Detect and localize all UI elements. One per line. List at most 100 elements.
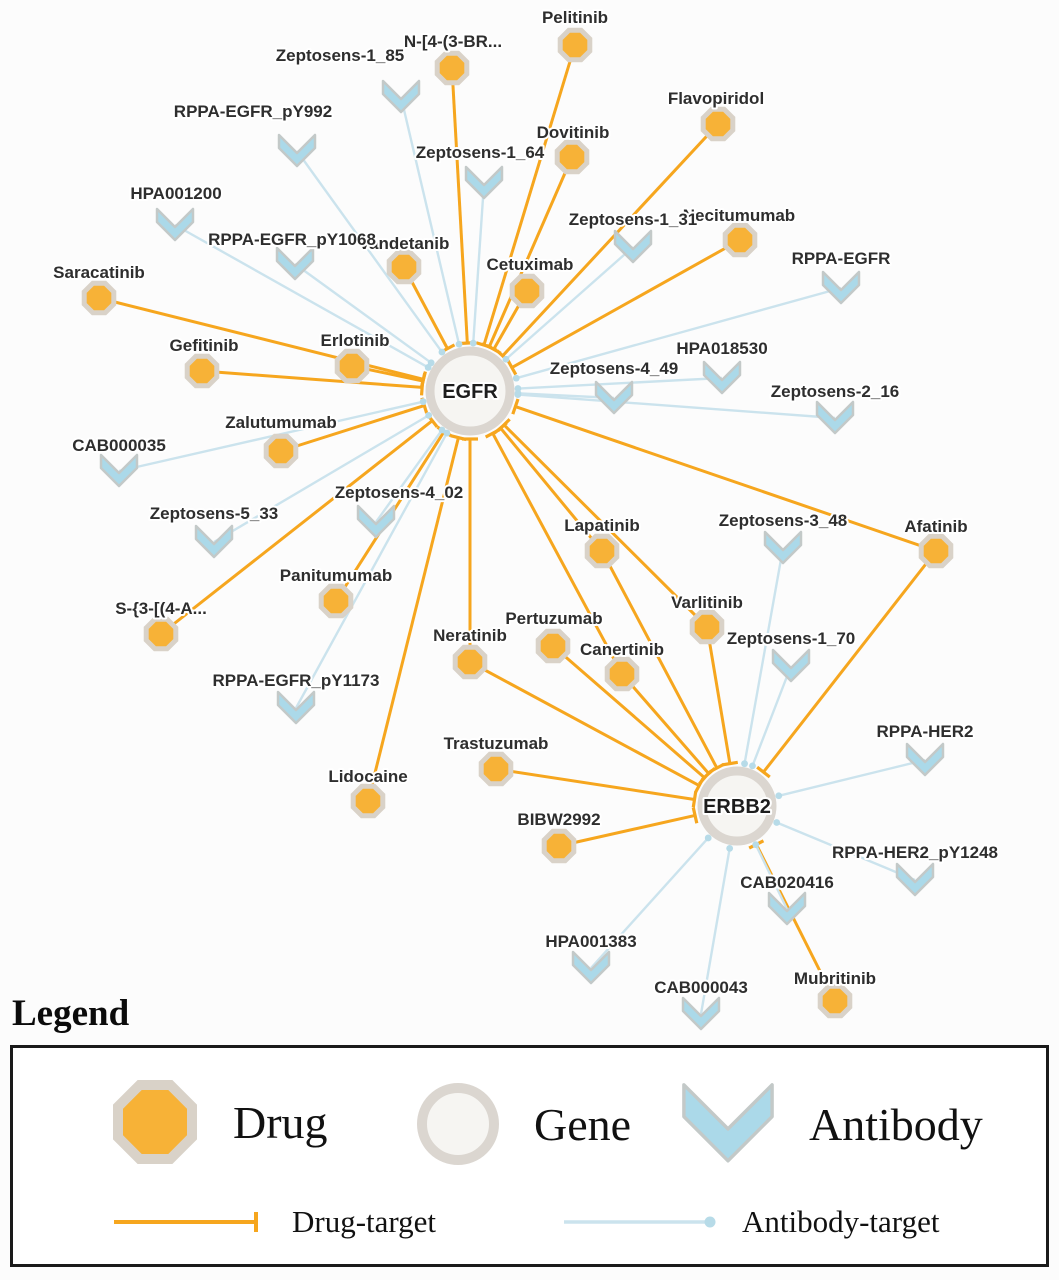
node-afatinib[interactable] [918,533,954,569]
node-s-3-4-a[interactable] [143,616,179,652]
node-zalutumumab[interactable] [263,433,299,469]
node-necitumumab[interactable] [722,222,758,258]
antibody-chevron-icon [682,1083,774,1163]
edge-rppa-egfr-py1068-egfr [294,263,435,367]
gene-circle-icon [417,1083,499,1165]
node-zeptosens-5-33[interactable] [194,524,234,559]
node-pertuzumab[interactable] [535,628,571,664]
drug-octagon-icon [350,783,386,819]
node-rppa-egfr-py1173[interactable] [276,690,316,725]
node-rppa-egfr-py992[interactable] [277,133,317,168]
label-n-4-3-br: N-[4-(3-BR... [404,32,502,51]
node-rppa-egfr[interactable] [821,270,861,305]
edge-pelitinib-egfr [475,44,577,349]
label-lapatinib: Lapatinib [564,516,640,535]
antibody-chevron-icon [275,246,315,281]
node-trastuzumab[interactable] [478,751,514,787]
edge-dovitinib-egfr [481,156,574,352]
node-lapatinib[interactable] [584,533,620,569]
edge-zeptosens-1-85-egfr [399,96,463,348]
drug-octagon-icon [509,273,545,309]
node-dovitinib[interactable] [554,139,590,175]
gene-circle [425,346,515,436]
node-cetuximab[interactable] [509,273,545,309]
node-zeptosens-3-48[interactable] [763,530,803,565]
label-bibw2992: BIBW2992 [517,810,600,829]
node-lidocaine[interactable] [350,783,386,819]
antibody-chevron-icon [895,862,935,897]
node-zeptosens-4-49[interactable] [594,380,634,415]
node-rppa-her2[interactable] [905,742,945,777]
node-hpa001383[interactable] [571,950,611,985]
label-hpa001200: HPA001200 [130,184,221,203]
label-gefitinib: Gefitinib [170,336,239,355]
drug-octagon-icon [722,222,758,258]
label-dovitinib: Dovitinib [537,123,610,142]
node-mubritinib[interactable] [817,983,853,1019]
label-zeptosens-5-33: Zeptosens-5_33 [150,504,279,523]
node-hpa001200[interactable] [155,207,195,242]
label-zeptosens-1-64: Zeptosens-1_64 [416,143,545,162]
label-cab000043: CAB000043 [654,978,748,997]
edge-afatinib-egfr [511,398,937,553]
legend-gene-label: Gene [534,1098,632,1150]
label-trastuzumab: Trastuzumab [444,734,549,753]
node-gefitinib[interactable] [184,353,220,389]
label-erbb2: ERBB2 [703,796,771,818]
node-erlotinib[interactable] [334,348,370,384]
edge-hpa001200-egfr [174,223,432,371]
edge-lapatinib-egfr [493,421,604,552]
node-rppa-her2-py1248[interactable] [895,862,935,897]
label-necitumumab: Necitumumab [683,206,795,225]
node-zeptosens-1-70[interactable] [771,648,811,683]
antibody-chevron-icon [277,133,317,168]
drug-octagon-icon [700,106,736,142]
drug-octagon-icon [184,353,220,389]
label-hpa018530: HPA018530 [676,339,767,358]
edge-flavopiridol-egfr [495,122,720,363]
node-panitumumab[interactable] [318,583,354,619]
label-rppa-egfr: RPPA-EGFR [792,249,891,268]
label-rppa-egfr-py1173: RPPA-EGFR_pY1173 [213,671,380,690]
label-rppa-her2: RPPA-HER2 [877,722,974,741]
node-n-4-3-br[interactable] [434,50,470,86]
node-egfr[interactable] [425,346,515,436]
node-pelitinib[interactable] [557,27,593,63]
node-vandetanib[interactable] [386,249,422,285]
drug-octagon-icon [143,616,179,652]
label-rppa-egfr-py1068: RPPA-EGFR_pY1068 [208,230,376,249]
node-canertinib[interactable] [604,656,640,692]
node-neratinib[interactable] [452,644,488,680]
node-rppa-egfr-py1068[interactable] [275,246,315,281]
drug-octagon-icon [817,983,853,1019]
antibody-chevron-icon [905,742,945,777]
node-bibw2992[interactable] [541,828,577,864]
node-saracatinib[interactable] [81,280,117,316]
node-hpa018530[interactable] [702,360,742,395]
antibody-chevron-icon [155,207,195,242]
antibody-chevron-icon [594,380,634,415]
label-lidocaine: Lidocaine [328,767,407,786]
node-flavopiridol[interactable] [700,106,736,142]
antibody-chevron-icon [702,360,742,395]
node-erbb2[interactable] [697,766,777,846]
drug-octagon-icon [584,533,620,569]
drug-octagon-icon [554,139,590,175]
drug-octagon-icon [452,644,488,680]
node-zeptosens-1-64[interactable] [464,165,504,200]
label-vandetanib: Vandetanib [359,234,450,253]
node-zeptosens-2-16[interactable] [815,400,855,435]
drug-octagon-icon [434,50,470,86]
antibody-chevron-icon [821,270,861,305]
node-cab000043[interactable] [681,996,721,1031]
node-cab000035[interactable] [99,453,139,488]
edge-hpa018530-egfr [514,376,723,392]
node-varlitinib[interactable] [689,609,725,645]
node-cab020416[interactable] [767,891,807,926]
node-zeptosens-1-85[interactable] [381,79,421,114]
drug-octagon-icon [334,348,370,384]
drug-octagon-icon [557,27,593,63]
node-zeptosens-4-02[interactable] [356,504,396,539]
node-zeptosens-1-31[interactable] [613,229,653,264]
